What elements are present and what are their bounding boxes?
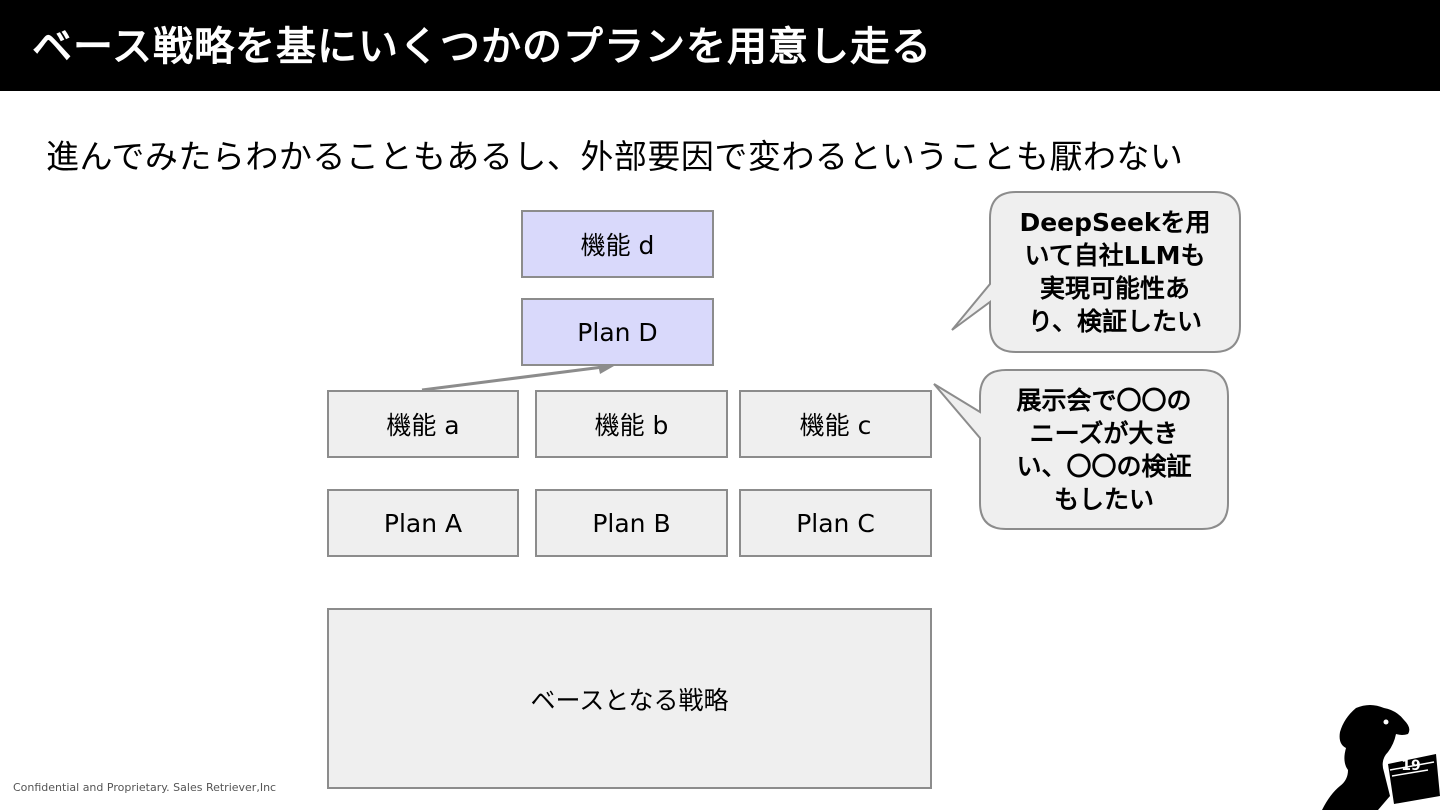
title-bar: ベース戦略を基にいくつかのプランを用意し走る	[0, 0, 1440, 91]
callout-top-line: り、検証したい	[1027, 307, 1202, 336]
plan-d-box: Plan D	[521, 298, 714, 366]
arrow-line	[421, 365, 604, 392]
callout-bottom-line: もしたい	[1053, 484, 1154, 514]
callout-bottom-line: ニーズが大き	[1029, 418, 1179, 448]
feature-b-box: 機能 b	[535, 390, 728, 458]
slide-title: ベース戦略を基にいくつかのプランを用意し走る	[32, 24, 932, 70]
feature-c-box: 機能 c	[739, 390, 932, 458]
callout-bottom-text: 展示会で〇〇の ニーズが大き い、〇〇の検証 もしたい	[982, 372, 1226, 527]
feature-d-box: 機能 d	[521, 210, 714, 278]
feature-a-box: 機能 a	[327, 390, 519, 458]
callout-top-line: いて自社LLMも	[1024, 241, 1206, 270]
base-strategy-box: ベースとなる戦略	[327, 608, 932, 789]
callout-top-line: 実現可能性あ	[1039, 274, 1190, 303]
callout-top-line: DeepSeekを用	[1019, 208, 1211, 237]
callout-bottom-line: 展示会で〇〇の	[1016, 385, 1192, 415]
callout-bottom-shape	[933, 369, 1229, 530]
slide-subtitle: 進んでみたらわかることもあるし、外部要因で変わるということも厭わない	[46, 137, 1184, 176]
plan-b-box: Plan B	[535, 489, 728, 557]
callout-bottom-line: い、〇〇の検証	[1016, 451, 1192, 481]
callout-top-text: DeepSeekを用 いて自社LLMも 実現可能性あ り、検証したい	[992, 194, 1238, 350]
plan-a-box: Plan A	[327, 489, 519, 557]
plan-c-box: Plan C	[739, 489, 932, 557]
dog-mascot-logo	[1322, 705, 1440, 810]
callout-top-shape	[951, 191, 1241, 353]
footer-confidential: Confidential and Proprietary. Sales Retr…	[13, 781, 277, 794]
page-number: 19	[1401, 758, 1421, 774]
